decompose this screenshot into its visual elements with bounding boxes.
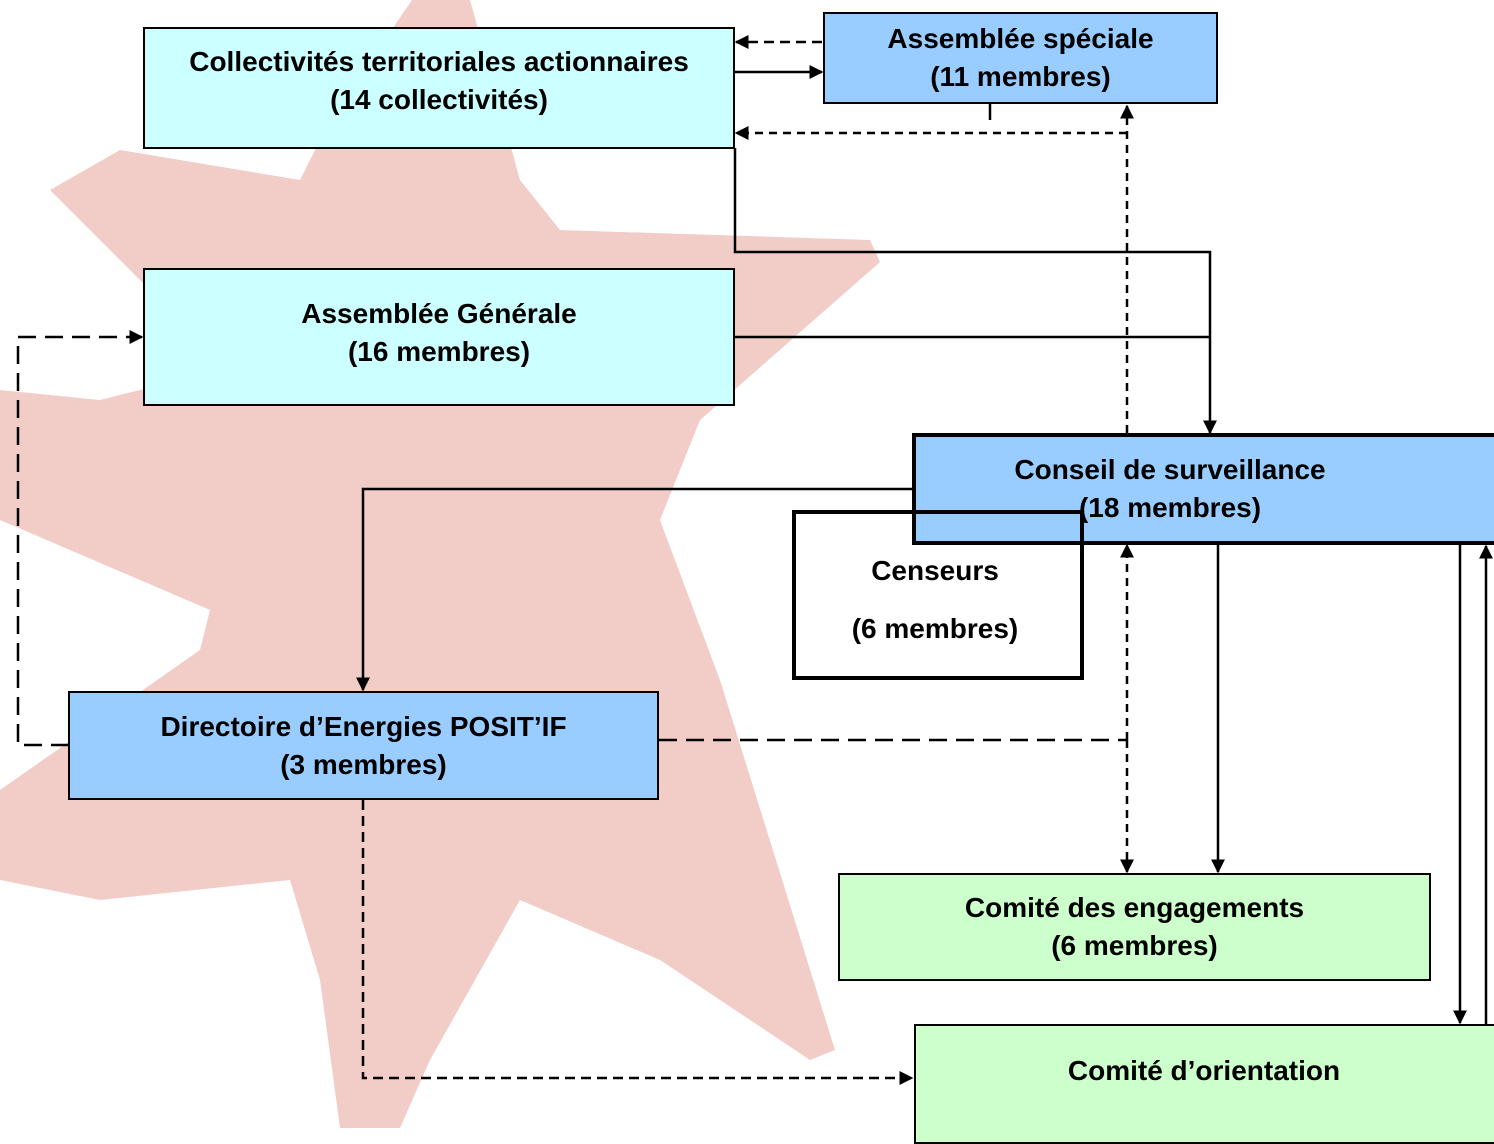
node-conseil-surveillance: Conseil de surveillance (18 membres): [912, 433, 1494, 545]
edge-directoire-to-assemblee-generale: [16, 330, 144, 747]
node-collectivites: Collectivités territoriales actionnaires…: [143, 27, 735, 149]
node-censeurs-subtitle: (6 membres): [851, 613, 1019, 644]
node-conseil-surveillance-subtitle: (18 membres): [1078, 492, 1262, 523]
node-assemblee-generale: Assemblée Générale (16 membres): [143, 268, 735, 406]
node-comite-engagements-title: Comité des engagements: [964, 892, 1305, 923]
node-assemblee-generale-subtitle: (16 membres): [347, 336, 531, 367]
node-directoire-title: Directoire d’Energies POSIT’IF: [160, 710, 567, 742]
edge-collectivites-to-conseil: [733, 148, 1217, 435]
node-comite-engagements-subtitle: (6 membres): [1051, 930, 1218, 961]
edge-conseil-to-directoire: [356, 487, 912, 692]
node-comite-orientation-title: Comité d’orientation: [1067, 1055, 1341, 1086]
node-collectivites-title: Collectivités territoriales actionnaires: [189, 46, 689, 77]
node-assemblee-generale-title: Assemblée Générale: [301, 298, 577, 329]
node-assemblee-speciale-title: Assemblée spéciale: [887, 23, 1154, 54]
node-assemblee-speciale: Assemblée spéciale (11 membres): [823, 12, 1218, 104]
node-directoire-subtitle: (3 membres): [280, 748, 447, 780]
node-collectivites-subtitle: (14 collectivités): [330, 84, 548, 115]
node-directoire: Directoire d’Energies POSIT’IF (3 membre…: [68, 691, 659, 800]
node-censeurs: Censeurs (6 membres): [792, 510, 1084, 680]
node-assemblee-speciale-subtitle: (11 membres): [930, 61, 1111, 92]
node-comite-engagements: Comité des engagements (6 membres): [838, 873, 1431, 981]
node-censeurs-title: Censeurs: [871, 555, 999, 586]
edge-directoire-to-orientation: [361, 800, 914, 1085]
node-comite-orientation: Comité d’orientation: [914, 1024, 1494, 1144]
node-conseil-surveillance-title: Conseil de surveillance: [1014, 454, 1326, 485]
